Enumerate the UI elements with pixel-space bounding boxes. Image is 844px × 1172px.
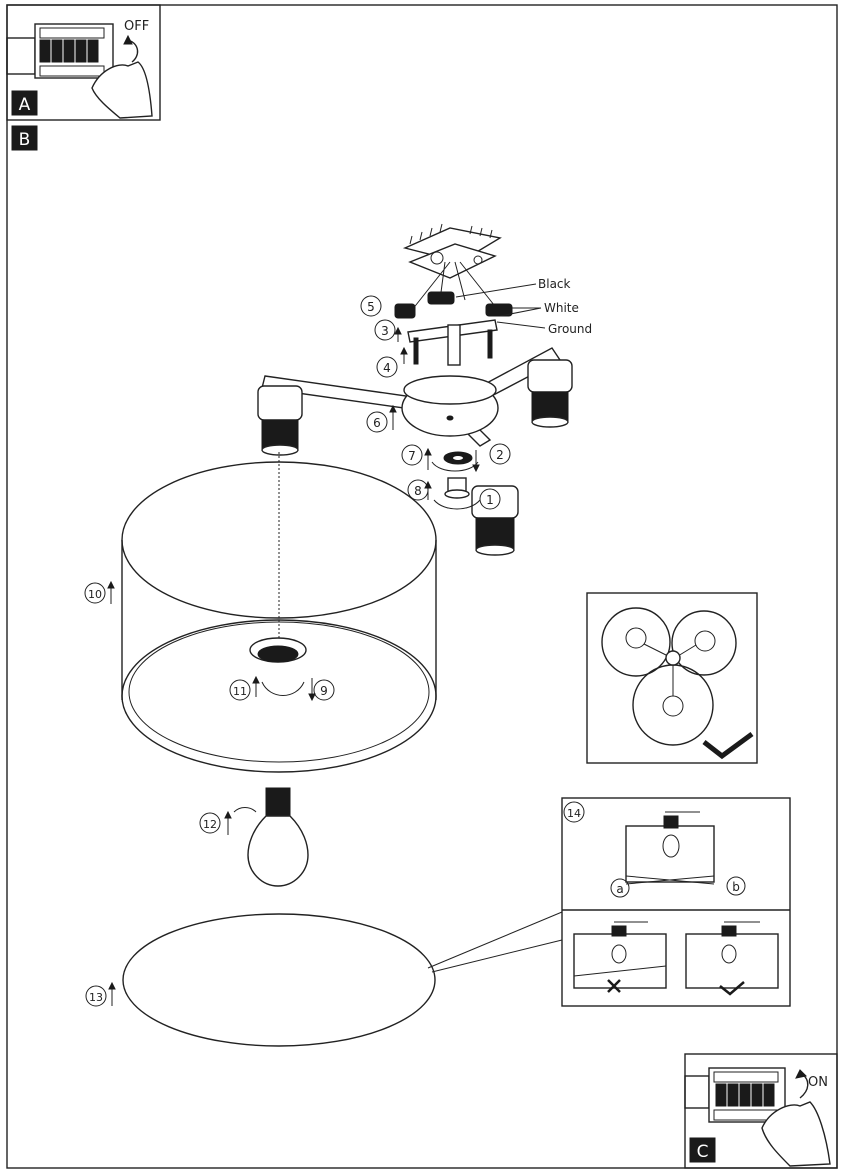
step-11: 11 <box>233 685 247 698</box>
step-2: 2 <box>496 448 504 462</box>
on-label: ON <box>808 1075 828 1090</box>
breaker-switches-on <box>713 1071 779 1121</box>
correct-check-icon <box>719 981 745 996</box>
diffuser-disc <box>122 911 563 1047</box>
breaker-switches <box>39 27 105 77</box>
panel-a-letter: A <box>19 95 31 115</box>
off-label: OFF <box>124 19 149 34</box>
light-bulb <box>247 787 309 887</box>
step-14-detail: 14 a b <box>561 797 791 1007</box>
step-9: 9 <box>320 684 328 698</box>
step-10: 10 <box>88 588 102 601</box>
wire-connector-white <box>485 303 513 317</box>
wire-label-black: Black <box>538 277 571 291</box>
socket-right <box>527 359 573 428</box>
direction-arrows <box>107 326 480 1006</box>
correct-checkmark-icon <box>702 731 754 760</box>
socket-front <box>471 485 519 556</box>
outer-border <box>6 4 838 1169</box>
label-b: b <box>732 880 740 894</box>
panel-c-letter: C <box>697 1142 709 1162</box>
step-7: 7 <box>408 449 416 463</box>
panel-b-marker: B <box>11 125 38 151</box>
lamp-body <box>257 347 573 556</box>
wire-connector-black <box>427 291 455 305</box>
wire-label-ground: Ground <box>548 322 592 336</box>
step-5: 5 <box>367 300 375 314</box>
step-1: 1 <box>486 493 494 507</box>
panel-a: OFF A <box>6 4 161 121</box>
step-8: 8 <box>414 484 422 498</box>
step-6: 6 <box>373 416 381 430</box>
panel-b-letter: B <box>19 130 31 150</box>
step-13: 13 <box>89 991 103 1004</box>
hand-on-icon <box>761 1101 831 1167</box>
wrong-cross-icon <box>607 979 621 993</box>
step-4: 4 <box>383 361 391 375</box>
drum-shade <box>121 452 437 773</box>
ceiling-mount <box>394 223 546 366</box>
panel-c: ON C <box>684 1053 838 1169</box>
step-12: 12 <box>203 818 217 831</box>
shade-alignment-detail <box>586 592 758 764</box>
hand-off-icon <box>91 61 153 119</box>
wire-label-white: White <box>544 301 579 315</box>
step-markers: 1 2 3 4 5 6 7 8 9 10 11 12 13 <box>84 295 511 1007</box>
step-3: 3 <box>381 324 389 338</box>
step-14: 14 <box>567 807 581 820</box>
label-a: a <box>616 882 623 896</box>
socket-left <box>257 385 303 456</box>
